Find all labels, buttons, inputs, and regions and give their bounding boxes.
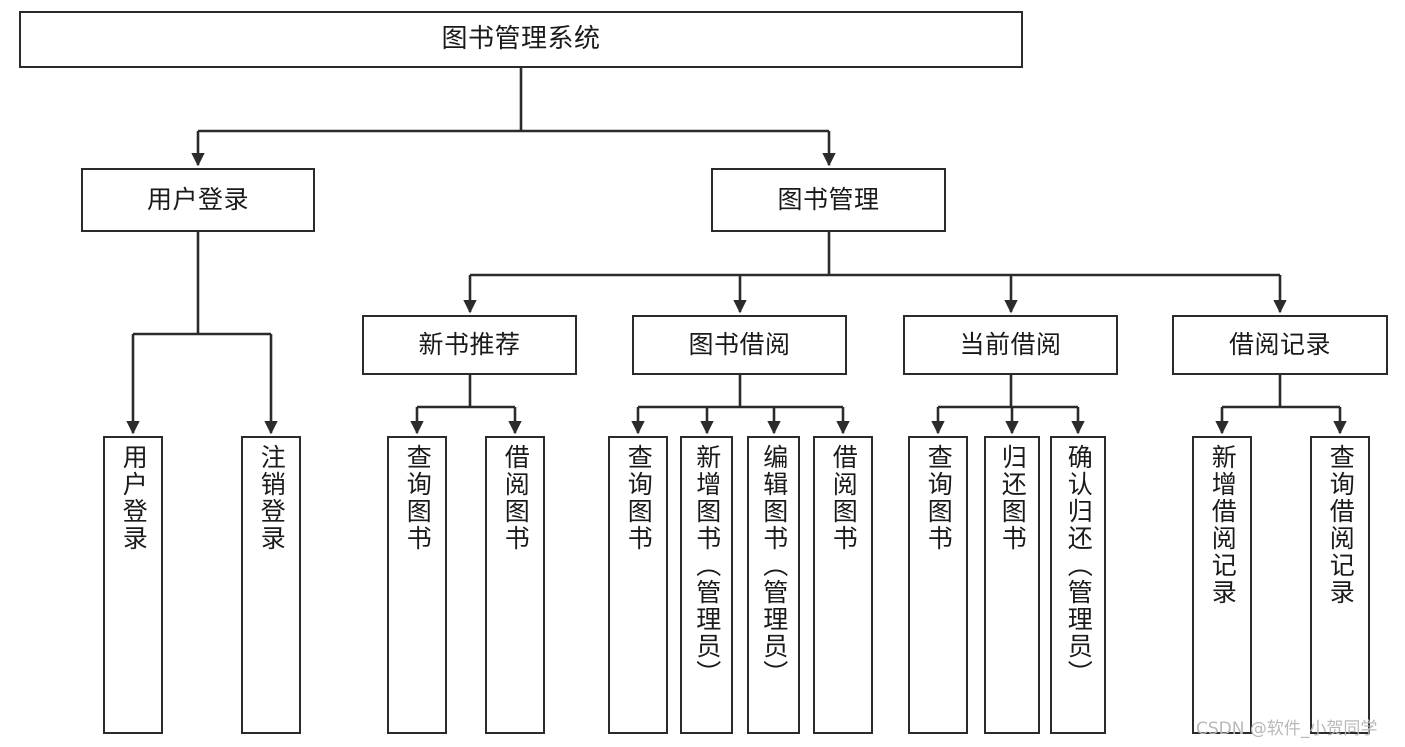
node-label: 用户登录	[119, 444, 149, 552]
node-l-bw-borrow[interactable]: 借阅图书	[813, 436, 873, 734]
node-l-cur-query[interactable]: 查询图书	[908, 436, 968, 734]
node-label: 查询图书	[624, 444, 654, 552]
node-label: 查询图书	[403, 444, 433, 552]
node-l-nb-query[interactable]: 查询图书	[387, 436, 447, 734]
edge-group	[126, 68, 1347, 435]
node-current[interactable]: 当前借阅	[903, 315, 1118, 375]
node-l-bw-query[interactable]: 查询图书	[608, 436, 668, 734]
node-label: 新增图书（管理员）	[692, 444, 722, 687]
node-login[interactable]: 用户登录	[81, 168, 315, 232]
node-label: 查询借阅记录	[1326, 444, 1356, 606]
node-label: 归还图书	[998, 444, 1028, 552]
node-l-nb-borrow[interactable]: 借阅图书	[485, 436, 545, 734]
node-borrow[interactable]: 图书借阅	[632, 315, 847, 375]
node-label: 借阅记录	[1228, 330, 1331, 359]
node-label: 编辑图书（管理员）	[759, 444, 789, 687]
node-newbook[interactable]: 新书推荐	[362, 315, 577, 375]
node-label: 图书管理	[777, 185, 880, 214]
node-label: 借阅图书	[829, 444, 859, 552]
node-label: 图书管理系统	[441, 23, 601, 54]
node-l-rec-query[interactable]: 查询借阅记录	[1310, 436, 1370, 734]
node-label: 图书借阅	[688, 330, 791, 359]
node-l-login[interactable]: 用户登录	[103, 436, 163, 734]
node-bookmgmt[interactable]: 图书管理	[711, 168, 946, 232]
node-label: 用户登录	[146, 185, 249, 214]
node-label: 新书推荐	[418, 330, 521, 359]
node-l-bw-add[interactable]: 新增图书（管理员）	[680, 436, 733, 734]
node-l-logout[interactable]: 注销登录	[241, 436, 301, 734]
watermark: CSDN @软件_小贺同学	[1196, 719, 1378, 739]
node-label: 查询图书	[924, 444, 954, 552]
node-root[interactable]: 图书管理系统	[19, 11, 1023, 68]
node-l-cur-return[interactable]: 归还图书	[984, 436, 1040, 734]
node-label: 借阅图书	[501, 444, 531, 552]
node-label: 注销登录	[257, 444, 287, 552]
node-l-cur-confirm[interactable]: 确认归还（管理员）	[1050, 436, 1106, 734]
node-l-rec-add[interactable]: 新增借阅记录	[1192, 436, 1252, 734]
node-records[interactable]: 借阅记录	[1172, 315, 1388, 375]
node-label: 确认归还（管理员）	[1064, 444, 1094, 687]
node-label: 当前借阅	[959, 330, 1062, 359]
node-label: 新增借阅记录	[1208, 444, 1238, 606]
node-l-bw-edit[interactable]: 编辑图书（管理员）	[747, 436, 800, 734]
